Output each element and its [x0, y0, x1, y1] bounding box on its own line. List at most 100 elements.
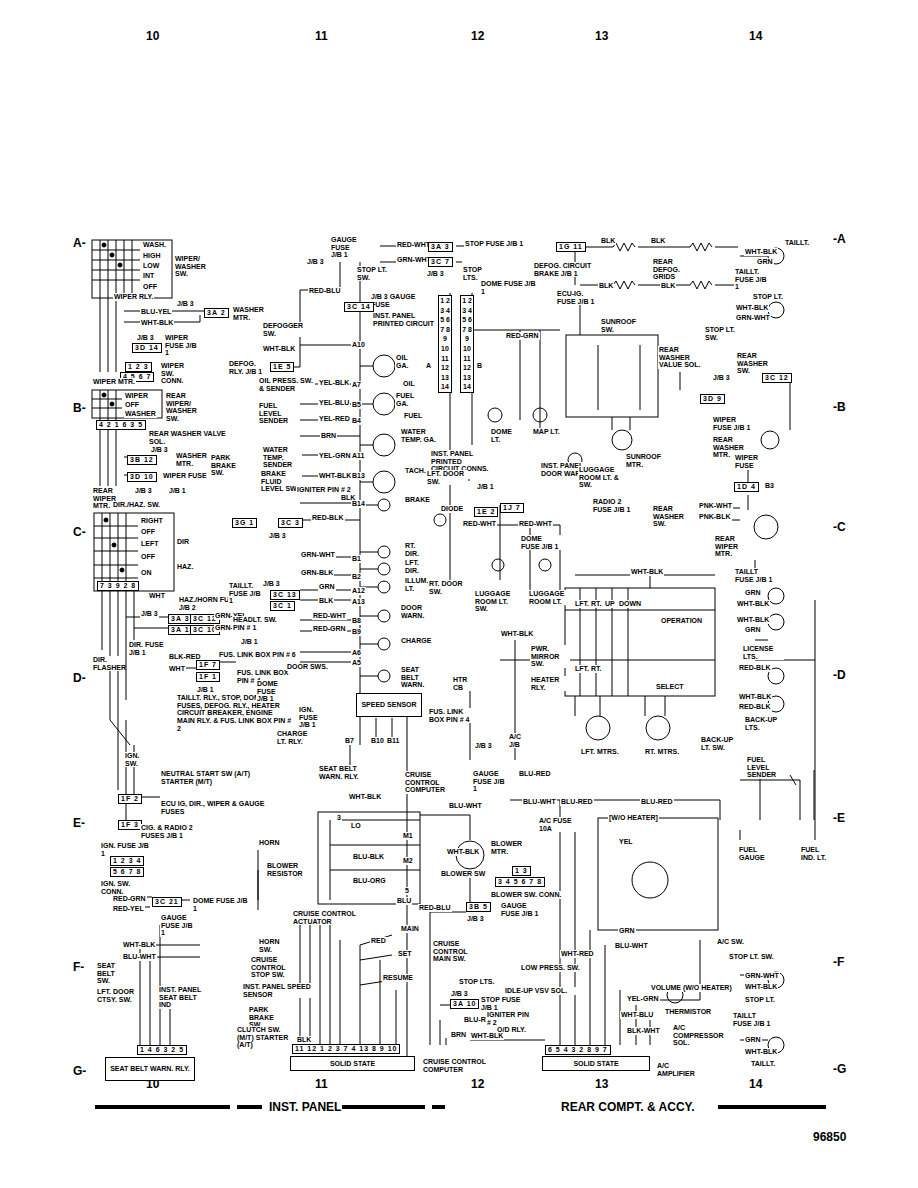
wire-label: INT	[142, 272, 155, 280]
wire-label: A5	[351, 659, 362, 667]
pin-number: 1F 2	[118, 794, 142, 804]
wire-label: WIPER FUSE J/B 1	[164, 334, 198, 357]
wire-label: RED-BLU	[308, 287, 342, 295]
wire-label: BACK-UP LTS.	[744, 716, 786, 731]
wire-label: BLU-RED	[560, 798, 594, 806]
wire-label: B14	[351, 500, 366, 508]
wire-label: BLK	[600, 237, 616, 245]
wire-label: OFF	[142, 283, 158, 291]
wire-label: REAR WIPER MTR.	[714, 535, 756, 558]
wire-label: RED-WHT	[396, 241, 431, 249]
pin-number: 3D 10	[127, 472, 157, 482]
wire-label: B11	[386, 737, 400, 745]
wire-label: IGN. SW.	[124, 752, 148, 767]
wire-label: J/B 3	[306, 258, 325, 266]
wire-label: WIPER FUSE	[162, 472, 208, 480]
wire-label: A10	[351, 341, 366, 349]
pin-number: 3C 14	[344, 302, 374, 312]
wire-label: LFT. DIR.	[404, 559, 431, 574]
wire-label: STOP FUSE J/B 1	[464, 240, 526, 248]
wire-label: BLOWER RESISTOR	[266, 862, 308, 877]
wire-label: BLU-BLK	[352, 853, 385, 861]
wire-label: LFT.	[574, 600, 590, 608]
wire-label: GAUGE FUSE J/B 1	[330, 236, 362, 259]
wire-label: J/B 3	[450, 990, 469, 998]
wire-label: 3	[336, 814, 342, 822]
wire-label: REAR WASHER VALVE SOL.	[148, 430, 240, 445]
wire-label: RED-GRN	[112, 895, 147, 903]
wire-label: B	[476, 362, 483, 370]
wire-label: GAUGE FUSE J/B 1	[500, 902, 547, 917]
wire-label: GRN	[744, 1036, 762, 1044]
wire-label: BLK	[660, 282, 676, 290]
wire-label: WATER TEMP. SENDER	[262, 446, 302, 469]
wire-label: REAR DEFOG. GRIDS	[652, 258, 694, 281]
wire-label: RED-BLK	[738, 703, 772, 711]
wire-label: TAILLT. FUSE J/B 1	[734, 268, 771, 291]
wire-label: DIR. FLASHER	[92, 656, 124, 671]
wire-label: GRN	[756, 258, 774, 266]
wire-label: B1	[351, 555, 362, 563]
wire-label: BLU-RED	[518, 770, 552, 778]
wire-label: STOP LT. SW.	[728, 953, 775, 961]
pin-number: 1 4 6 3 2 5	[137, 1045, 187, 1055]
pin-number: 3C 21	[152, 897, 182, 907]
wire-label: LUGGAGE ROOM LT.	[528, 590, 575, 605]
wire-label: DEFOG. CIRCUIT BRAKE J/B 1	[533, 262, 595, 277]
wire-label: WIPER FUSE J/B 1	[712, 416, 754, 431]
wire-label: SUNROOF SW.	[600, 318, 642, 333]
wire-label: J/B 3	[474, 742, 493, 750]
wire-label: 5	[404, 887, 410, 895]
wire-label: STOP LT.	[744, 996, 776, 1004]
wire-label: ECU-IG. FUSE J/B 1	[556, 290, 600, 305]
wire-label: DIODE	[440, 505, 464, 513]
wire-label: BLU-WHT	[122, 953, 157, 961]
wire-label: ECU IG, DIR., WIPER & GAUGE FUSES	[160, 800, 277, 815]
wire-label: BLU-WHT	[448, 802, 483, 810]
grid-reference: B-	[72, 402, 87, 415]
wire-label: IDLE-UP VSV SOL.	[504, 987, 576, 995]
wire-label: BLOWER MTR.	[490, 840, 527, 855]
wire-label: WHT-BLK	[736, 600, 770, 608]
wire-label: RT.	[590, 665, 603, 673]
wire-label: IGN. SW. CONN.	[100, 880, 147, 895]
wire-label: CHARGE LT. RLY.	[276, 730, 318, 745]
wire-label: DOME FUSE J/B 1	[520, 535, 562, 550]
wire-label: REAR WASHER SW.	[736, 352, 778, 375]
wire-label: BLOWER SW	[440, 870, 486, 878]
wire-label: LICENSE LTS.	[742, 645, 784, 660]
wire-label: RED-BLU	[418, 904, 452, 912]
wire-label: A	[425, 362, 432, 370]
wire-label: J/B 1	[476, 483, 495, 491]
wire-label: A11	[351, 452, 365, 460]
wire-label: PNK-WHT	[698, 502, 733, 510]
wire-label: RT. MTRS.	[644, 748, 680, 756]
wire-label: MAP LT.	[532, 428, 564, 436]
wire-label: DIR./HAZ. SW.	[112, 501, 161, 509]
wire-label: FUS. LINK BOX PIN # 4	[428, 708, 475, 723]
connector-pins: 1 2 3 4 5 6 7 8 9 10 11 12 13 14	[438, 295, 452, 393]
wire-label: J/B 3	[466, 915, 485, 923]
pin-number: 3D 14	[132, 343, 162, 353]
wire-label: WIPER RLY.	[113, 293, 154, 301]
wire-label: PWR. MIRROR SW.	[530, 645, 570, 668]
wire-label: WASH.	[142, 241, 167, 249]
wire-label: RT.	[590, 600, 603, 608]
wire-label: GRN	[744, 589, 762, 597]
pin-number: 11 12 1 2 3 7 4 13 8 9 10	[292, 1044, 400, 1054]
wire-label: J/B 3	[136, 334, 155, 342]
wire-label: BLU-WHT	[522, 798, 557, 806]
wire-label: BLU-RED	[640, 798, 674, 806]
pin-number: 3C 7	[428, 257, 453, 267]
wire-label: J/B 1	[168, 487, 187, 495]
component-box: SEAT BELT WARN. RLY.	[105, 1057, 195, 1081]
wire-label: WIPER MTR.	[92, 378, 136, 386]
wire-label: WHT-BLK	[446, 848, 480, 856]
wire-label: BLK	[318, 597, 334, 605]
wire-label: GRN-WHT	[744, 972, 780, 980]
wire-label: FUEL GA.	[395, 392, 422, 407]
wire-label: WATER TEMP. GA.	[400, 428, 437, 443]
wire-label: BLOWER SW. CONN.	[490, 891, 562, 899]
wire-label: NEUTRAL START SW (A/T) STARTER (M/T)	[160, 770, 257, 785]
wire-label: GAUGE FUSE J/B 1	[472, 770, 509, 793]
